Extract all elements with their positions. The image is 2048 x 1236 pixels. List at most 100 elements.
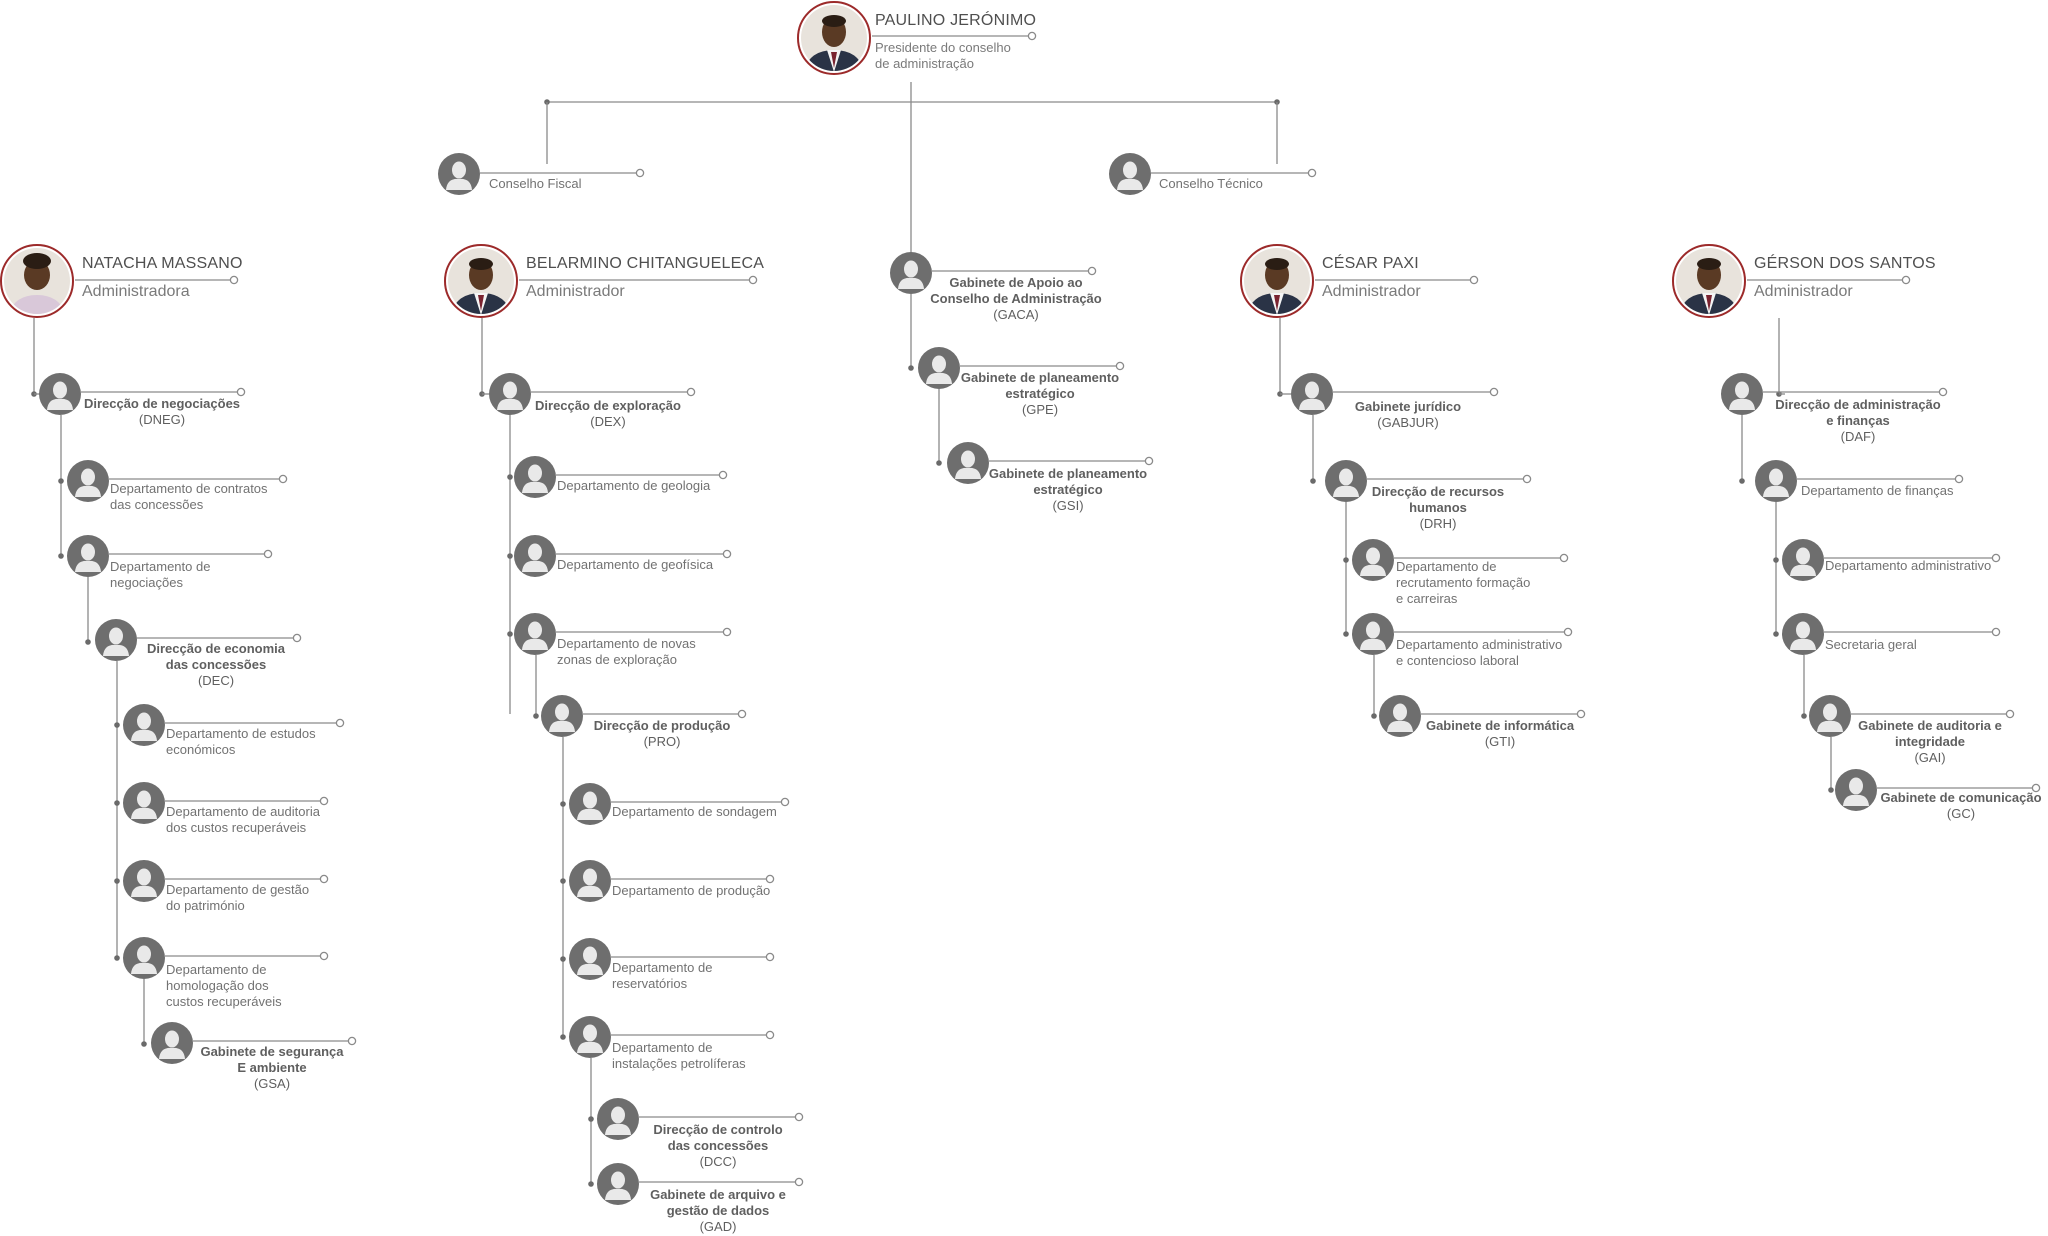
connector-end-circle [794, 1177, 804, 1187]
unit-title: Departamento de estudos económicos [166, 726, 316, 757]
person-avatar-icon [438, 153, 480, 195]
unit-label-gaca: Gabinete de Apoio ao Conselho de Adminis… [916, 275, 1116, 323]
unit-label-gabjur: Gabinete jurídico(GABJUR) [1318, 399, 1498, 431]
person-avatar-icon [514, 535, 556, 577]
connector-dot [1801, 713, 1807, 719]
connector-end-circle [1901, 275, 1911, 285]
unit-code: (DNEG) [138, 412, 186, 427]
unit-code: (DEX) [590, 414, 626, 429]
connector-end-circle [1991, 627, 2001, 637]
connector-dot [507, 553, 513, 559]
unit-label-dep-contratos: Departamento de contratos das concessões [110, 481, 310, 513]
person-avatar-icon [514, 456, 556, 498]
person-avatar-icon [1352, 613, 1394, 655]
person-avatar-icon [489, 373, 531, 415]
connector-dot [533, 713, 539, 719]
unit-label-dec: Direcção de economia das concessões(DEC) [126, 641, 306, 689]
connector-end-circle [2031, 783, 2041, 793]
connector-end-circle [263, 549, 273, 559]
portrait-photo [444, 244, 518, 318]
unit-code: (DAF) [1840, 429, 1876, 444]
unit-title: Secretaria geral [1825, 637, 1917, 652]
unit-code: (GSA) [253, 1076, 291, 1091]
unit-label-dep-administrativo: Departamento administrativo [1825, 558, 2045, 574]
person-avatar-icon [1379, 695, 1421, 737]
unit-label-dep-gestao-patrimonio: Departamento de gestão do património [166, 882, 366, 914]
connector-dot [560, 801, 566, 807]
connector-dot [58, 553, 64, 559]
connector-dot [560, 1034, 566, 1040]
unit-label-gai: Gabinete de auditoria e integridade(GAI) [1840, 718, 2020, 766]
unit-title: Departamento de finanças [1801, 483, 1954, 498]
person-avatar-icon [1325, 460, 1367, 502]
connector-end-circle [278, 474, 288, 484]
unit-title: Gabinete de planeamento estratégico [960, 370, 1120, 401]
unit-title: Departamento de geologia [557, 478, 711, 493]
connector-end-circle [635, 168, 645, 178]
unit-title: Gabinete de segurança E ambiente [200, 1044, 344, 1075]
unit-code: (GACA) [993, 307, 1039, 322]
connector-end-circle [1144, 456, 1154, 466]
connector-dot [1343, 631, 1349, 637]
unit-code: (GSI) [1052, 498, 1084, 513]
unit-code: (DEC) [197, 673, 235, 688]
person-avatar-icon [1109, 153, 1151, 195]
unit-title: Gabinete de comunicação [1880, 790, 2042, 805]
unit-label-gsa: Gabinete de segurança E ambiente(GSA) [182, 1044, 362, 1092]
administrator-name: NATACHA MASSANO [82, 255, 243, 272]
person-avatar-icon [39, 373, 81, 415]
connector-end-circle [780, 797, 790, 807]
unit-title: Departamento administrativo [1825, 558, 1992, 573]
unit-label-dep-geologia: Departamento de geologia [557, 478, 757, 494]
connector-dot [141, 1041, 147, 1047]
connector-end-circle [236, 387, 246, 397]
unit-label-daf: Direcção de administração e finanças(DAF… [1758, 397, 1958, 445]
unit-label-dep-novas-zonas: Departamento de novas zonas de exploraçã… [557, 636, 757, 668]
connector-end-circle [765, 1030, 775, 1040]
portrait-photo [797, 1, 871, 75]
unit-title: Gabinete de arquivo e gestão de dados [650, 1187, 786, 1218]
unit-title: Departamento de reservatórios [612, 960, 713, 991]
connector-end-circle [737, 709, 747, 719]
administrator-name: GÉRSON DOS SANTOS [1754, 255, 1936, 272]
avatars-layer [0, 1, 1877, 1205]
unit-label-dep-geofisica: Departamento de geofísica [557, 557, 757, 573]
connector-end-circle [1954, 474, 1964, 484]
administrator-role: Administrador [1322, 283, 1421, 300]
person-avatar-icon [1835, 769, 1877, 811]
connector-dot [560, 956, 566, 962]
unit-label-dep-estudos: Departamento de estudos económicos [166, 726, 366, 758]
unit-label-dneg: Direcção de negociações(DNEG) [72, 396, 252, 428]
connector-end-circle [1576, 709, 1586, 719]
connector-dot [114, 800, 120, 806]
connector-end-circle [1115, 361, 1125, 371]
connector-dot [1773, 631, 1779, 637]
connector-end-circle [335, 718, 345, 728]
person-avatar-icon [123, 937, 165, 979]
person-avatar-icon [95, 619, 137, 661]
person-avatar-icon [597, 1098, 639, 1140]
connector-end-circle [1563, 627, 1573, 637]
unit-code: (GABJUR) [1377, 415, 1439, 430]
connector-end-circle [229, 275, 239, 285]
administrator-role: Administrador [526, 283, 625, 300]
connector-end-circle [686, 387, 696, 397]
unit-label-dep-instalacoes: Departamento de instalações petrolíferas [612, 1040, 812, 1072]
administrator-name: CÉSAR PAXI [1322, 255, 1419, 272]
unit-title: Departamento de negociações [110, 559, 211, 590]
unit-title: Gabinete de planeamento estratégico [988, 466, 1148, 497]
unit-title: Departamento de sondagem [612, 804, 777, 819]
person-avatar-icon [1352, 539, 1394, 581]
connector-dot [114, 722, 120, 728]
unit-title: Direcção de produção [593, 718, 731, 733]
unit-title: Departamento de novas zonas de exploraçã… [557, 636, 696, 667]
person-avatar-icon [1782, 613, 1824, 655]
unit-title: Direcção de administração e finanças [1775, 397, 1941, 428]
unit-code: (DCC) [699, 1154, 737, 1169]
person-avatar-icon [569, 1016, 611, 1058]
administrator-role: Administrador [1754, 283, 1853, 300]
unit-title: Gabinete de auditoria e integridade [1858, 718, 2002, 749]
unit-title: Departamento de contratos das concessões [110, 481, 268, 512]
unit-label-dep-negociacoes: Departamento de negociações [110, 559, 310, 591]
